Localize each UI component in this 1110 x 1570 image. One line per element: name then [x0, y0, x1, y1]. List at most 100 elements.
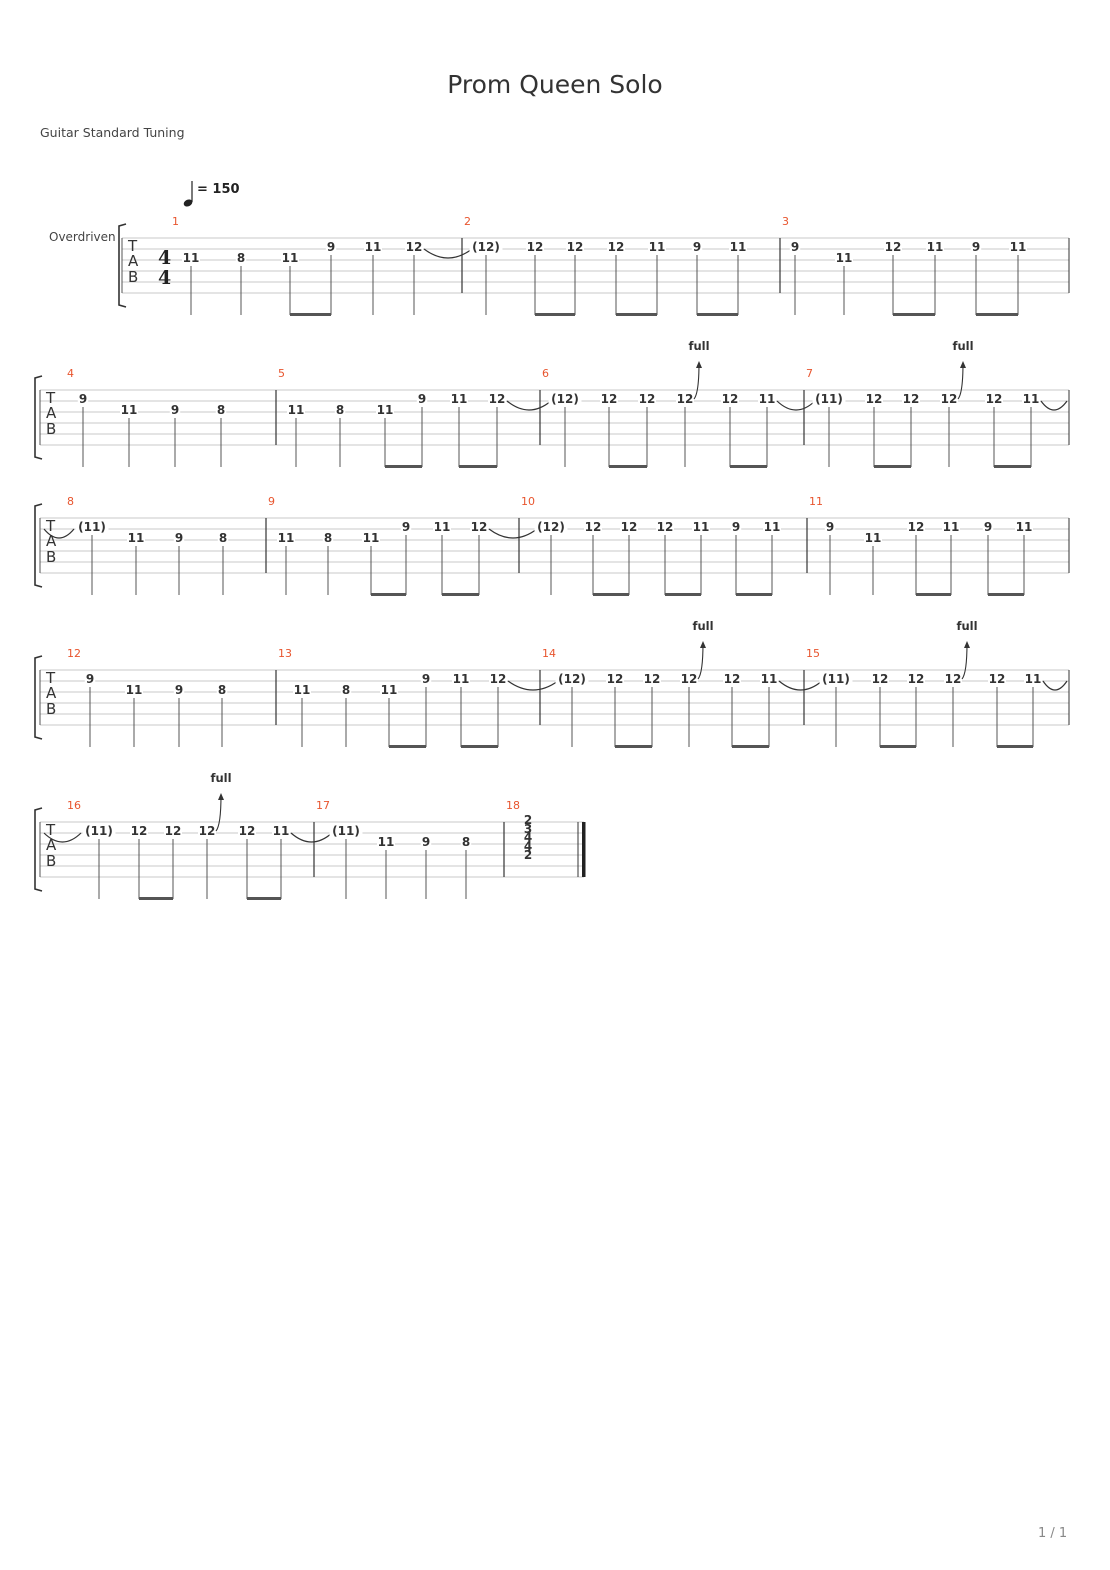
bend-arrow-icon	[960, 361, 966, 368]
beam	[697, 313, 738, 316]
tab-note: 11	[864, 531, 882, 595]
bend-arrow-icon	[964, 641, 970, 648]
tab-note: 9	[691, 240, 703, 315]
bend-curve	[697, 642, 704, 680]
tab-note: 12	[130, 824, 148, 899]
fret-number: 11	[1023, 392, 1040, 406]
fret-number: 12	[165, 824, 182, 838]
tab-note: 12	[584, 520, 602, 595]
fret-number: 12	[657, 520, 674, 534]
fret-number: 12	[131, 824, 148, 838]
bend-label: full	[688, 339, 709, 353]
beam	[736, 593, 772, 596]
tab-note: 11	[281, 251, 299, 315]
note-mask	[325, 241, 337, 253]
tab-note: 11	[377, 835, 395, 899]
fret-number: 11	[759, 392, 776, 406]
tab-note: 11	[362, 531, 380, 595]
bend-curve	[961, 642, 968, 680]
note-mask	[82, 825, 116, 837]
tab-note: 11	[942, 520, 960, 595]
note-mask	[182, 252, 200, 264]
note-mask	[676, 393, 694, 405]
chord-fret: 2	[524, 848, 532, 862]
fret-number: 12	[722, 392, 739, 406]
tie-arc	[778, 680, 823, 691]
tab-note: 12	[656, 520, 674, 595]
bend-label: full	[956, 619, 977, 633]
bend-label: full	[692, 619, 713, 633]
tab-clef-letter: B	[128, 268, 138, 286]
measure-number: 15	[806, 647, 820, 660]
fret-number: (12)	[551, 392, 579, 406]
fret-number: 9	[984, 520, 992, 534]
fret-number: 12	[471, 520, 488, 534]
tab-note: 9	[84, 672, 96, 747]
note-mask	[729, 241, 747, 253]
tab-note: 12	[238, 824, 256, 899]
fret-number: 11	[927, 240, 944, 254]
note-mask	[400, 521, 412, 533]
note-mask	[607, 241, 625, 253]
fret-number: 11	[121, 403, 138, 417]
note-mask	[130, 825, 148, 837]
note-mask	[656, 521, 674, 533]
chord-fret: 4	[524, 839, 532, 853]
tab-note: 12	[871, 672, 889, 747]
tab-note: 12	[907, 672, 925, 747]
fret-number: 11	[451, 392, 468, 406]
fret-number: 12	[639, 392, 656, 406]
fret-number: 11	[288, 403, 305, 417]
tab-clef-letter: A	[46, 532, 57, 550]
note-mask	[907, 521, 925, 533]
tab-note: 11	[125, 683, 143, 747]
beam	[893, 313, 935, 316]
tab-note: 12	[600, 392, 618, 467]
fret-number: (11)	[815, 392, 843, 406]
tab-note: 11	[1024, 672, 1068, 747]
note-mask	[865, 393, 883, 405]
fret-number: 11	[282, 251, 299, 265]
tie-arc	[290, 832, 333, 843]
measure-number: 7	[806, 367, 813, 380]
bend-label: full	[210, 771, 231, 785]
tempo-marking: = 150	[183, 181, 240, 207]
tab-note: 9	[982, 520, 994, 595]
fret-number: 12	[608, 240, 625, 254]
tab-note: 11	[758, 392, 816, 467]
tab-note: 12	[489, 672, 559, 747]
note-mask	[902, 393, 920, 405]
note-mask	[277, 532, 295, 544]
fret-number: 11	[278, 531, 295, 545]
bend-arrow-icon	[700, 641, 706, 648]
tab-clef-letter: A	[128, 252, 139, 270]
tie-arc	[43, 528, 75, 539]
tab-note: 9	[169, 403, 181, 467]
fret-number: 9	[86, 672, 94, 686]
track-name: Overdriven	[49, 230, 116, 244]
fret-number: 8	[462, 835, 470, 849]
time-sig-top: 4	[158, 247, 171, 269]
note-mask	[864, 532, 882, 544]
tab-note: (12)	[534, 520, 568, 595]
tab-note: 12	[884, 240, 902, 315]
fret-number: (12)	[537, 520, 565, 534]
fret-number: 11	[377, 403, 394, 417]
note-mask	[272, 825, 290, 837]
fret-number: 12	[908, 520, 925, 534]
fret-number: 12	[585, 520, 602, 534]
beam	[535, 313, 575, 316]
tab-note: (11)	[82, 824, 116, 899]
fret-number: 8	[324, 531, 332, 545]
tab-note: 12	[902, 392, 920, 467]
tab-clef-letter: T	[45, 821, 56, 839]
tie-arc	[1042, 680, 1068, 691]
tie-arc	[1040, 400, 1068, 411]
tab-note: 12	[526, 240, 544, 315]
tab-note: 12	[566, 240, 584, 315]
note-mask	[169, 404, 181, 416]
tab-note: 8	[215, 403, 227, 467]
